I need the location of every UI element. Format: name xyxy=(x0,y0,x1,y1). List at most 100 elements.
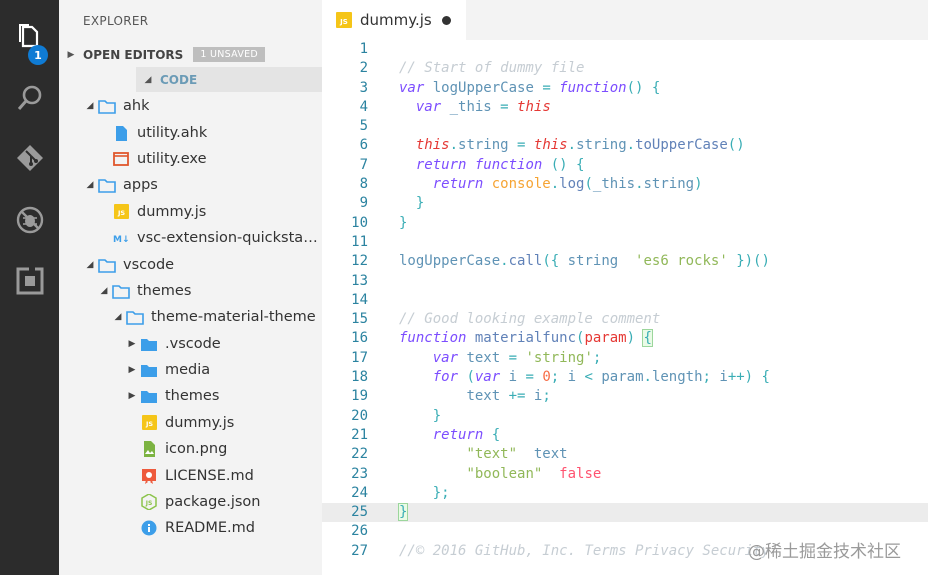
code-line[interactable]: 26 xyxy=(322,522,928,541)
code-token: ) xyxy=(694,176,703,193)
code-line[interactable]: 22 "text" text xyxy=(322,445,928,464)
code-token: logUpperCase xyxy=(424,79,543,96)
code-token: text xyxy=(466,388,509,405)
code-token: var xyxy=(399,79,425,96)
tree-item[interactable]: README.md xyxy=(59,515,322,541)
code-line[interactable]: 2// Start of dummy file xyxy=(322,59,928,78)
code-token: . xyxy=(500,253,509,270)
chevron-down-icon: ◢ xyxy=(100,285,108,296)
code-token: // Start of dummy file xyxy=(399,60,585,77)
code-line[interactable]: 24 }; xyxy=(322,484,928,503)
code-token: { xyxy=(483,426,501,443)
code-token: . xyxy=(635,176,644,193)
open-editors-section[interactable]: ▶ OPEN EDITORS 1 UNSAVED xyxy=(59,42,322,67)
unsaved-badge: 1 UNSAVED xyxy=(193,47,266,62)
code-token: ; xyxy=(592,349,602,366)
code-token: function xyxy=(399,330,467,347)
tree-item[interactable]: LICENSE.md xyxy=(59,462,322,488)
tree-item-label: dummy.js xyxy=(137,203,207,220)
folder-icon xyxy=(139,335,159,353)
code-line[interactable]: 4 var _this = this xyxy=(322,98,928,117)
code-line[interactable]: 14 xyxy=(322,291,928,310)
chevron-right-icon: ▶ xyxy=(67,49,75,60)
code-line[interactable]: 17 var text = 'string'; xyxy=(322,349,928,368)
code-line[interactable]: 7 return function () { xyxy=(322,156,928,175)
code-token: for xyxy=(432,369,459,386)
code-token: return xyxy=(432,426,484,443)
code-line[interactable]: 19 text += i; xyxy=(322,387,928,406)
activity-bar: 1 xyxy=(0,0,59,575)
code-token: return xyxy=(432,176,484,193)
unsaved-dot-icon[interactable] xyxy=(442,16,451,25)
code-token: materialfunc xyxy=(466,330,577,347)
code-token: } xyxy=(399,195,425,212)
tree-item[interactable]: ◢theme-material-theme xyxy=(59,304,322,330)
tree-item[interactable]: icon.png xyxy=(59,436,322,462)
code-token: console xyxy=(483,176,551,193)
code-text: // Good looking example comment xyxy=(399,310,660,329)
explorer-sidebar: EXPLORER ▶ OPEN EDITORS 1 UNSAVED ◢ CODE… xyxy=(59,0,322,575)
code-text: // Start of dummy file xyxy=(399,59,584,78)
line-number: 27 xyxy=(351,542,368,559)
code-line[interactable]: 8 return console.log(_this.string) xyxy=(322,175,928,194)
code-token: ++) { xyxy=(727,369,770,386)
tree-item[interactable]: utility.ahk xyxy=(59,119,322,145)
code-line[interactable]: 21 return { xyxy=(322,426,928,445)
code-token: ({ xyxy=(542,253,560,270)
tree-item[interactable]: utility.exe xyxy=(59,146,322,172)
code-folder-section[interactable]: ◢ CODE xyxy=(136,67,322,92)
code-line[interactable]: 20 } xyxy=(322,407,928,426)
code-line[interactable]: 15// Good looking example comment xyxy=(322,310,928,329)
code-token: toUpperCase xyxy=(635,137,728,154)
folder-icon xyxy=(139,387,159,405)
tree-item[interactable]: ◢apps xyxy=(59,172,322,198)
explorer-button[interactable]: 1 xyxy=(0,8,59,65)
code-token: 0 xyxy=(533,369,551,386)
code-line[interactable]: 10} xyxy=(322,214,928,233)
code-token: string xyxy=(559,253,619,270)
code-text: } xyxy=(399,194,424,213)
code-token: ; xyxy=(550,369,560,386)
code-token: ; xyxy=(542,388,551,405)
code-text: } xyxy=(397,503,409,522)
line-number: 9 xyxy=(359,195,368,212)
code-line[interactable]: 1 xyxy=(322,40,928,59)
tree-item[interactable]: ▶themes xyxy=(59,383,322,409)
code-line[interactable]: 18 for (var i = 0; i < param.length; i++… xyxy=(322,368,928,387)
tree-item-label: vsc-extension-quickstart.... xyxy=(137,230,322,247)
sidebar-title: EXPLORER xyxy=(83,14,149,28)
code-text: var logUpperCase = function() { xyxy=(399,79,660,98)
tree-item[interactable]: ▶.vscode xyxy=(59,331,322,357)
code-token: i xyxy=(500,369,526,386)
extensions-button[interactable] xyxy=(0,253,59,309)
code-line[interactable]: 9 } xyxy=(322,194,928,213)
svg-text:M↓: M↓ xyxy=(113,235,130,245)
code-line[interactable]: 25} xyxy=(322,503,928,523)
tree-item[interactable]: ◢vscode xyxy=(59,251,322,277)
code-token: () { xyxy=(626,79,661,96)
code-text: } xyxy=(399,214,407,233)
debug-button[interactable] xyxy=(0,192,59,248)
source-control-button[interactable] xyxy=(0,130,59,186)
tree-item[interactable]: M↓ vsc-extension-quickstart.... xyxy=(59,225,322,251)
code-line[interactable]: 11 xyxy=(322,233,928,252)
line-number: 16 xyxy=(351,330,368,347)
tab-dummy-js[interactable]: JS dummy.js xyxy=(322,0,466,40)
search-button[interactable] xyxy=(0,70,59,126)
code-line[interactable]: 23 "boolean" false xyxy=(322,465,928,484)
code-line[interactable]: 6 this.string = this.string.toUpperCase(… xyxy=(322,136,928,155)
tree-item-label: package.json xyxy=(165,494,261,511)
tree-item[interactable]: ▶media xyxy=(59,357,322,383)
tree-item[interactable]: ◢ahk xyxy=(59,93,322,119)
code-line[interactable]: 27//© 2016 GitHub, Inc. Terms Privacy Se… xyxy=(322,542,928,561)
code-line[interactable]: 5 xyxy=(322,117,928,136)
code-line[interactable]: 13 xyxy=(322,272,928,291)
tree-item[interactable]: ◢themes xyxy=(59,278,322,304)
